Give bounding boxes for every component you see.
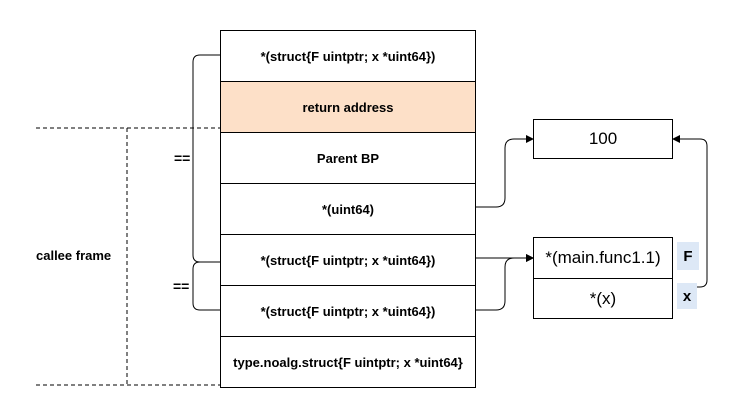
stack-cell-uint64-ptr: *(uint64) (220, 183, 476, 235)
stack-cell-closure-arg: *(struct{F uintptr; x *uint64}) (220, 30, 476, 82)
stack-cell-return-address: return address (220, 81, 476, 133)
bracket-large (192, 54, 220, 263)
field-tag-x: x (677, 283, 697, 309)
arrow-x-to-value (672, 135, 708, 288)
equals-label-top: == (174, 150, 191, 166)
stack-cell-closure-ptr-2: *(struct{F uintptr; x *uint64}) (220, 285, 476, 337)
closure-field-x: *(x) (533, 278, 673, 319)
arrow-struct2-to-closure (476, 254, 534, 311)
bracket-small (192, 261, 220, 311)
field-tag-f: F (677, 242, 699, 270)
closure-field-f: *(main.func1.1) (533, 237, 673, 279)
value-box: 100 (533, 119, 673, 159)
equals-label-bottom: == (173, 278, 190, 294)
callee-frame-label: callee frame (36, 248, 112, 263)
stack-cell-closure-struct: type.noalg.struct{F uintptr; x *uint64} (220, 336, 476, 388)
arrow-uint64-to-value (476, 135, 534, 208)
stack-cell-closure-ptr: *(struct{F uintptr; x *uint64}) (220, 234, 476, 286)
stack-cell-parent-bp: Parent BP (220, 132, 476, 184)
stack-frame: *(struct{F uintptr; x *uint64}) return a… (220, 30, 476, 388)
